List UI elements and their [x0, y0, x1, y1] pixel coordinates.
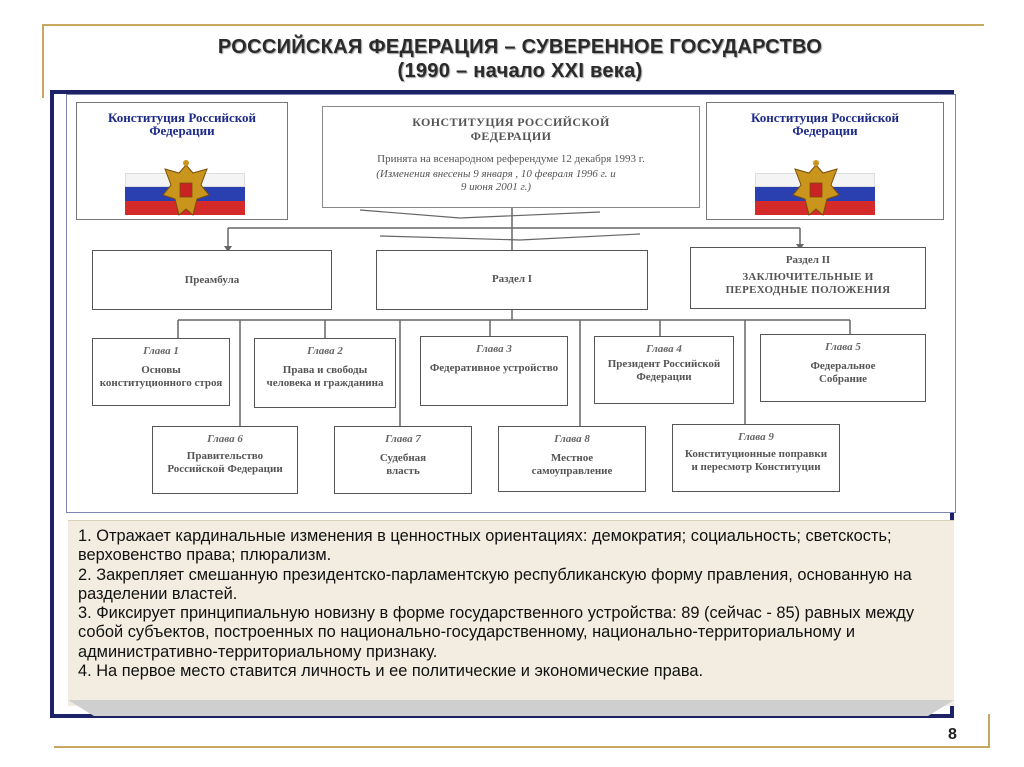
- chapter-label: Глава 8: [554, 433, 590, 445]
- chapter-text: Основы конституционного строя: [99, 364, 223, 389]
- preamble-label: Преамбула: [184, 274, 240, 286]
- constitution-title: КОНСТИТУЦИЯ РОССИЙСКОЙ ФЕДЕРАЦИИ: [412, 115, 610, 143]
- chapter-box: Глава 5 Федеральное Собрание: [760, 334, 926, 402]
- page-number: 8: [948, 726, 957, 743]
- chapter-text: Местное самоуправление: [531, 452, 613, 477]
- panel-shadow: [68, 700, 954, 716]
- constitution-box: КОНСТИТУЦИЯ РОССИЙСКОЙ ФЕДЕРАЦИИ Принята…: [322, 106, 700, 208]
- chapter-label: Глава 3: [476, 343, 512, 355]
- constitution-flag-box-left: Конституция Российской Федерации: [76, 102, 288, 220]
- key-point: 2. Закрепляет смешанную президентско-пар…: [78, 565, 912, 603]
- chapter-label: Глава 9: [738, 431, 774, 443]
- chapter-box: Глава 6 Правительство Российской Федерац…: [152, 426, 298, 494]
- chapter-label: Глава 2: [307, 345, 343, 357]
- section-2-box: Раздел II ЗАКЛЮЧИТЕЛЬНЫЕ И ПЕРЕХОДНЫЕ ПО…: [690, 247, 926, 309]
- chapter-box: Глава 9 Конституционные поправки и перес…: [672, 424, 840, 492]
- preamble-box: Преамбула: [92, 250, 332, 310]
- chapter-box: Глава 3 Федеративное устройство: [420, 336, 568, 406]
- section-1-label: Раздел I: [491, 273, 533, 285]
- section-2-text: ЗАКЛЮЧИТЕЛЬНЫЕ И ПЕРЕХОДНЫЕ ПОЛОЖЕНИЯ: [725, 271, 891, 296]
- chapter-text: Судебная власть: [379, 452, 427, 477]
- chapter-box: Глава 4 Президент Российской Федерации: [594, 336, 734, 404]
- section-1-box: Раздел I: [376, 250, 648, 310]
- chapter-text: Федеральное Собрание: [810, 360, 876, 385]
- chapter-label: Глава 4: [646, 343, 682, 355]
- chapter-text: Права и свободы человека и гражданина: [266, 364, 384, 389]
- bottom-gold-rule: [54, 746, 990, 748]
- key-point: 3. Фиксирует принципиальную новизну в фо…: [78, 604, 915, 661]
- chapter-label: Глава 1: [143, 345, 179, 357]
- flag-box-title: Конституция Российской Федерации: [750, 110, 900, 138]
- chapter-text: Правительство Российской Федерации: [167, 450, 283, 475]
- chapter-label: Глава 6: [207, 433, 243, 445]
- key-point: 1. Отражает кардинальные изменения в цен…: [78, 527, 892, 565]
- chapter-text: Конституционные поправки и пересмотр Кон…: [684, 448, 828, 473]
- chapter-label: Глава 7: [385, 433, 421, 445]
- section-2-label: Раздел II: [785, 254, 831, 266]
- key-points-panel: 1. Отражает кардинальные изменения в цен…: [68, 520, 954, 706]
- constitution-flag-box-right: Конституция Российской Федерации: [706, 102, 944, 220]
- chapter-box: Глава 1 Основы конституционного строя: [92, 338, 230, 406]
- chapter-box: Глава 8 Местное самоуправление: [498, 426, 646, 492]
- coat-of-arms-icon: [162, 160, 210, 216]
- top-gold-rule: [44, 24, 984, 26]
- left-gold-rule: [42, 24, 44, 98]
- chapter-box: Глава 2 Права и свободы человека и гражд…: [254, 338, 396, 408]
- flag-box-title: Конституция Российской Федерации: [107, 110, 257, 138]
- slide-title: РОССИЙСКАЯ ФЕДЕРАЦИЯ – СУВЕРЕННОЕ ГОСУДА…: [217, 36, 823, 58]
- chapter-label: Глава 5: [825, 341, 861, 353]
- chapter-text: Президент Российской Федерации: [607, 358, 721, 383]
- key-point: 4. На первое место ставится личность и е…: [78, 662, 704, 681]
- coat-of-arms-icon: [792, 160, 840, 216]
- chapter-text: Федеративное устройство: [429, 362, 559, 374]
- constitution-amendments: (Изменения внесены 9 января , 10 февраля…: [376, 168, 616, 193]
- right-gold-rule: [988, 714, 990, 748]
- constitution-adopted: Принята на всенародном референдуме 12 де…: [377, 153, 645, 165]
- slide-subtitle: (1990 – начало XXI века): [397, 60, 643, 82]
- chapter-box: Глава 7 Судебная власть: [334, 426, 472, 494]
